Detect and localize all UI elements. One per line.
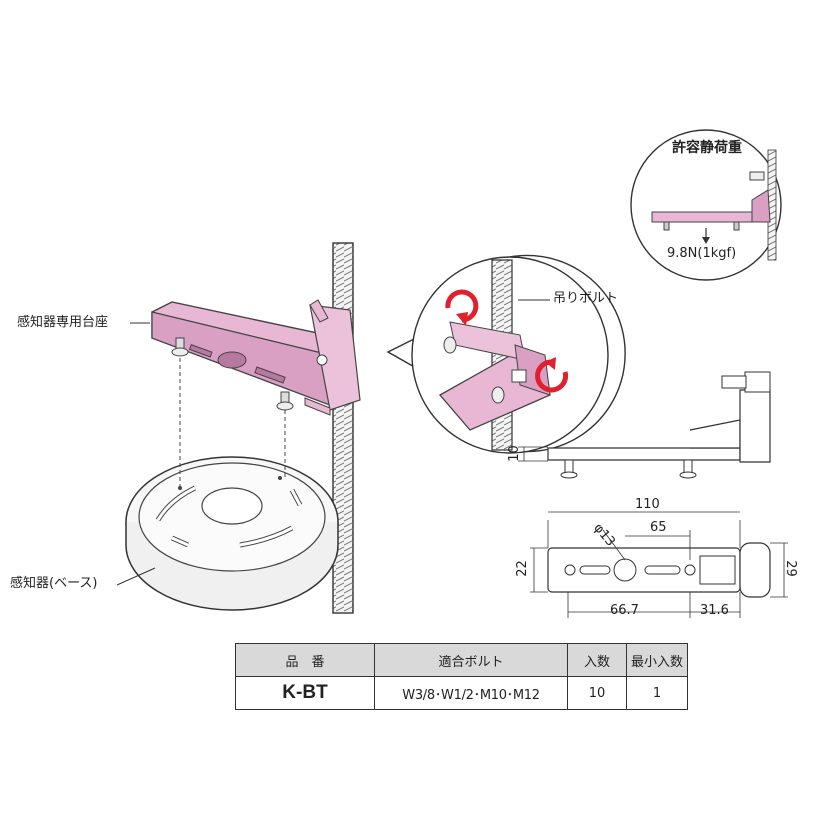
header-qty: 入数 bbox=[567, 643, 627, 677]
quantity: 10 bbox=[567, 676, 627, 710]
spec-data-row: K-BT W3/8･W1/2･M10･M12 10 1 bbox=[235, 676, 688, 710]
detector-base bbox=[125, 456, 339, 611]
side-view bbox=[518, 371, 771, 479]
rotate-arrow-top-icon bbox=[445, 289, 479, 326]
detector-base-label: 感知器(ベース) bbox=[10, 576, 98, 591]
dim-width-left: 22 bbox=[514, 560, 530, 577]
compatible-bolts: W3/8･W1/2･M10･M12 bbox=[374, 676, 568, 710]
load-title: 許容静荷重 bbox=[672, 140, 742, 156]
dim-overall-length: 110 bbox=[635, 497, 660, 512]
bracket-screw-right bbox=[276, 391, 294, 411]
spec-header-row: 品 番 適合ボルト 入数 最小入数 bbox=[235, 643, 688, 677]
bracket-label: 感知器専用台座 bbox=[17, 315, 109, 330]
dim-hole-to-end: 66.7 bbox=[610, 603, 639, 618]
leader-base bbox=[116, 567, 156, 586]
alignment-lines bbox=[179, 358, 286, 488]
load-inset bbox=[630, 129, 782, 281]
dim-width-right: 29 bbox=[782, 560, 798, 577]
top-view bbox=[530, 511, 788, 618]
dim-height: 10 bbox=[506, 445, 522, 462]
header-part-no: 品 番 bbox=[235, 643, 375, 677]
spec-table: 品 番 適合ボルト 入数 最小入数 K-BT W3/8･W1/2･M10･M12… bbox=[235, 643, 688, 710]
dim-slot-span: 65 bbox=[650, 520, 667, 535]
detector-bracket bbox=[151, 299, 361, 416]
header-bolts: 適合ボルト bbox=[374, 643, 568, 677]
rotate-arrow-bottom-icon bbox=[535, 357, 569, 393]
dim-end-length: 31.6 bbox=[700, 603, 729, 618]
bracket-screw-left bbox=[171, 337, 189, 357]
detail-callout bbox=[386, 254, 626, 454]
min-quantity: 1 bbox=[626, 676, 688, 710]
load-value: 9.8N(1kgf) bbox=[667, 246, 737, 261]
hanging-bolt-label: 吊りボルト bbox=[553, 291, 619, 306]
part-number: K-BT bbox=[235, 676, 375, 710]
header-min-qty: 最小入数 bbox=[626, 643, 688, 677]
